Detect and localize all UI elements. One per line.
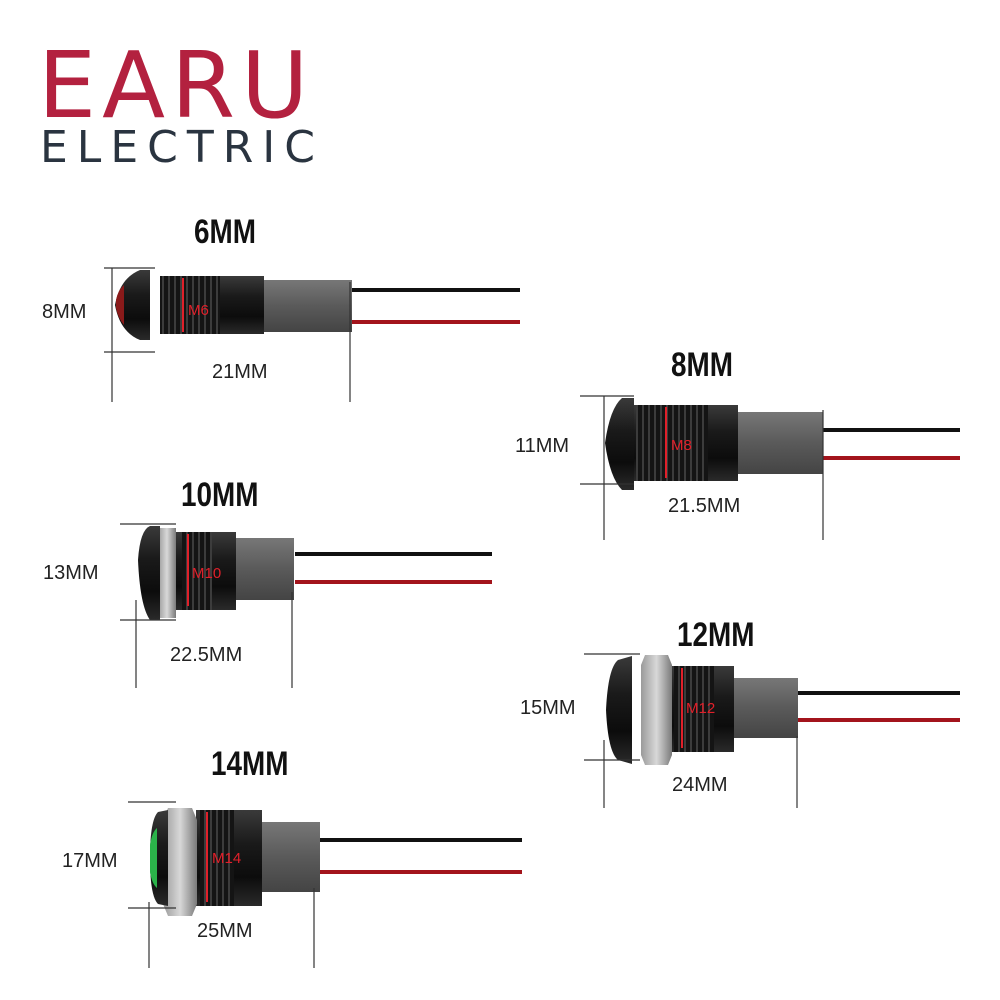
- brand-logo-subtitle: ELECTRIC: [40, 122, 324, 173]
- thread-label-14mm: M14: [212, 850, 242, 867]
- indicator-12mm: [584, 653, 960, 808]
- indicator-8mm: [580, 395, 960, 540]
- length-label-14mm: 25MM: [197, 920, 253, 942]
- thread-label-10mm: M10: [192, 565, 222, 582]
- size-title-10mm: 10MM: [181, 476, 259, 514]
- length-label-12mm: 24MM: [672, 774, 728, 796]
- brand-logo-name: EARU: [38, 32, 315, 139]
- thread-label-8mm: M8: [671, 437, 692, 454]
- size-title-12mm: 12MM: [677, 616, 755, 654]
- indicator-6mm: [104, 267, 520, 402]
- length-label-6mm: 21MM: [212, 361, 268, 383]
- diameter-label-14mm: 17MM: [62, 850, 118, 872]
- diameter-label-10mm: 13MM: [43, 562, 99, 584]
- thread-label-6mm: M6: [188, 302, 209, 319]
- size-title-14mm: 14MM: [211, 745, 289, 783]
- size-title-8mm: 8MM: [671, 346, 733, 384]
- thread-label-12mm: M12: [686, 700, 716, 717]
- indicator-14mm: [128, 801, 522, 968]
- size-title-6mm: 6MM: [194, 213, 256, 251]
- indicator-10mm: [120, 523, 492, 688]
- diameter-label-6mm: 8MM: [42, 301, 87, 323]
- length-label-10mm: 22.5MM: [170, 644, 243, 666]
- diameter-label-8mm: 11MM: [515, 435, 570, 457]
- length-label-8mm: 21.5MM: [668, 495, 741, 517]
- diameter-label-12mm: 15MM: [520, 697, 576, 719]
